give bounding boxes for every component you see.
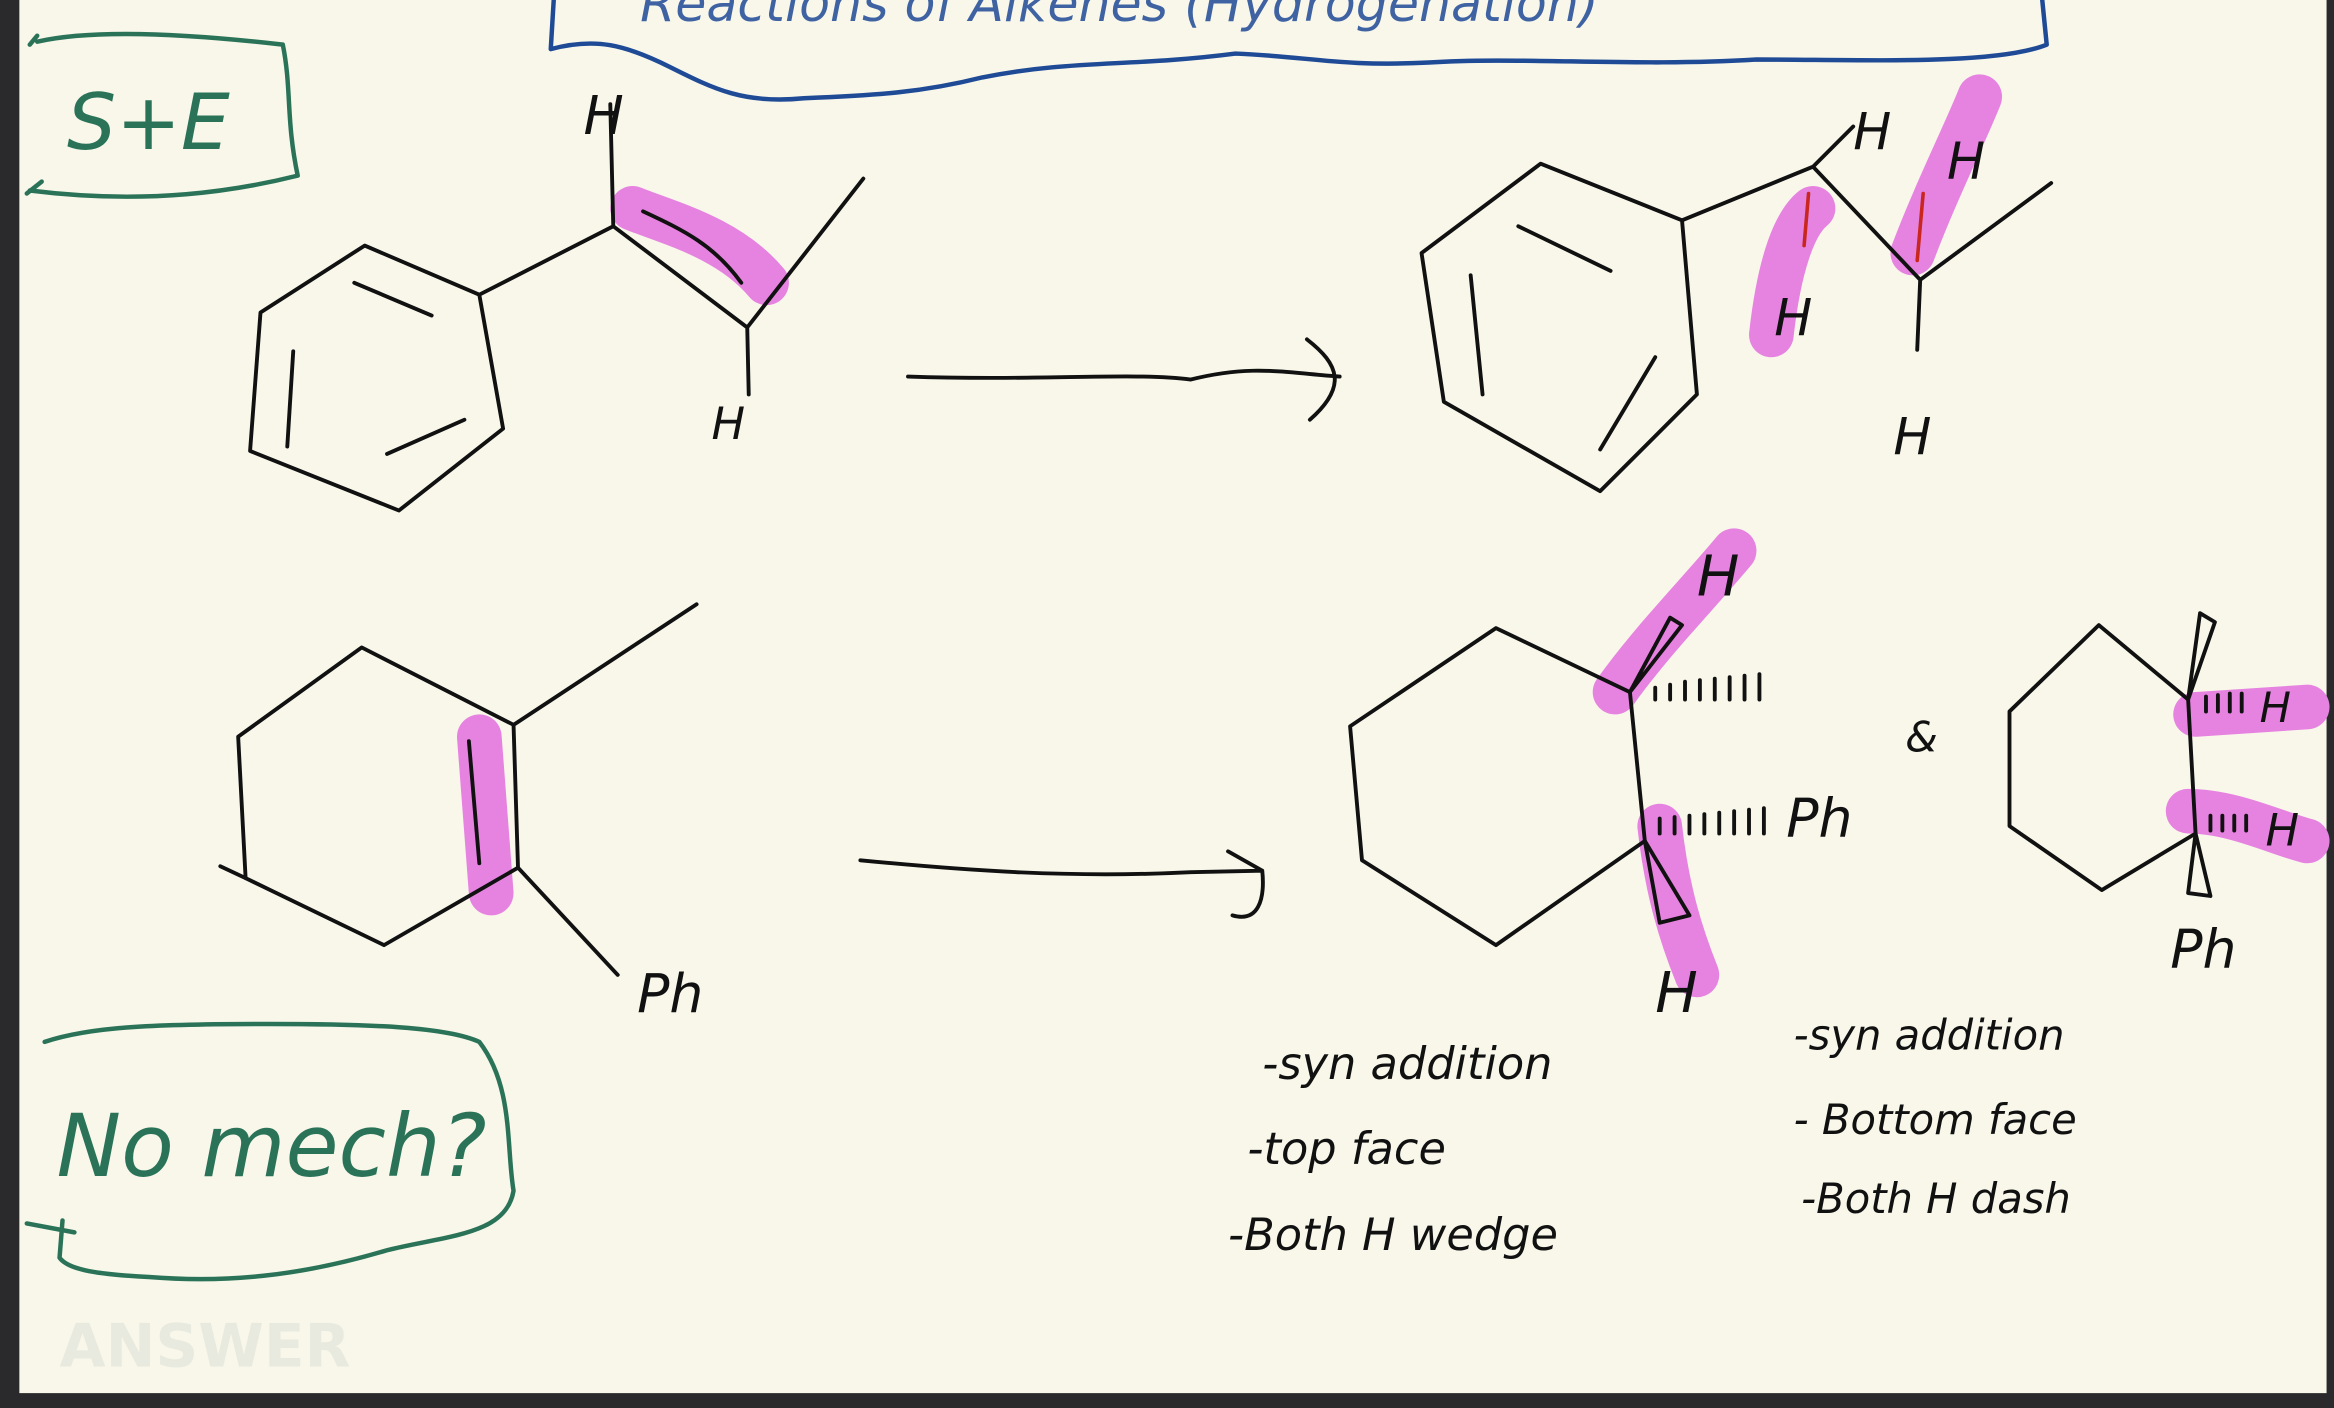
product-1-structure: H H H H — [1419, 74, 2054, 494]
product-2a-structure: H Ph H — [1348, 528, 1853, 1026]
reactant-2-structure: Ph — [218, 602, 703, 1025]
title-box: Reactions of Alkenes (Hydrogenation) — [548, 0, 2049, 102]
reaction-arrow — [906, 337, 1342, 422]
note-line: -Both H wedge — [1228, 1209, 1558, 1261]
note-line: -Both H dash — [1801, 1174, 2071, 1223]
s-plus-e-label: S+E — [67, 78, 230, 168]
notes-left: -syn addition -top face -Both H wedge — [1228, 1038, 1558, 1261]
h-label: H — [1697, 543, 1740, 609]
no-mech-label: No mech? — [57, 1097, 487, 1197]
ph-label: Ph — [2170, 917, 2236, 980]
note-line: -top face — [1247, 1123, 1446, 1175]
h-label-red: H — [1947, 132, 1985, 191]
note-line: -syn addition — [1262, 1038, 1552, 1090]
h-label: H — [712, 398, 746, 450]
h-label: H — [2266, 804, 2300, 856]
h-label-red: H — [1774, 288, 1812, 347]
h-label: H — [1655, 960, 1698, 1026]
ph-label: Ph — [1786, 786, 1852, 849]
h-label: H — [584, 84, 624, 147]
h-label: H — [1853, 102, 1891, 161]
no-mech-box: No mech? — [24, 1021, 516, 1282]
reaction-arrow — [858, 849, 1265, 919]
and-symbol: & — [1905, 713, 1937, 762]
h-label: H — [2260, 683, 2291, 732]
note-line: - Bottom face — [1794, 1095, 2077, 1144]
answer-watermark: ANSWER — [60, 1312, 351, 1381]
note-line: -syn addition — [1794, 1010, 2065, 1059]
ph-label: Ph — [637, 962, 703, 1025]
reactant-1-structure: H H — [248, 84, 866, 513]
notes-right: -syn addition - Bottom face -Both H dash — [1794, 1010, 2077, 1223]
product-2b-structure: H H Ph — [2007, 611, 2330, 980]
s-plus-e-box: S+E — [24, 31, 300, 199]
h-label: H — [1893, 407, 1931, 466]
title-text: Reactions of Alkenes (Hydrogenation) — [640, 0, 1599, 33]
